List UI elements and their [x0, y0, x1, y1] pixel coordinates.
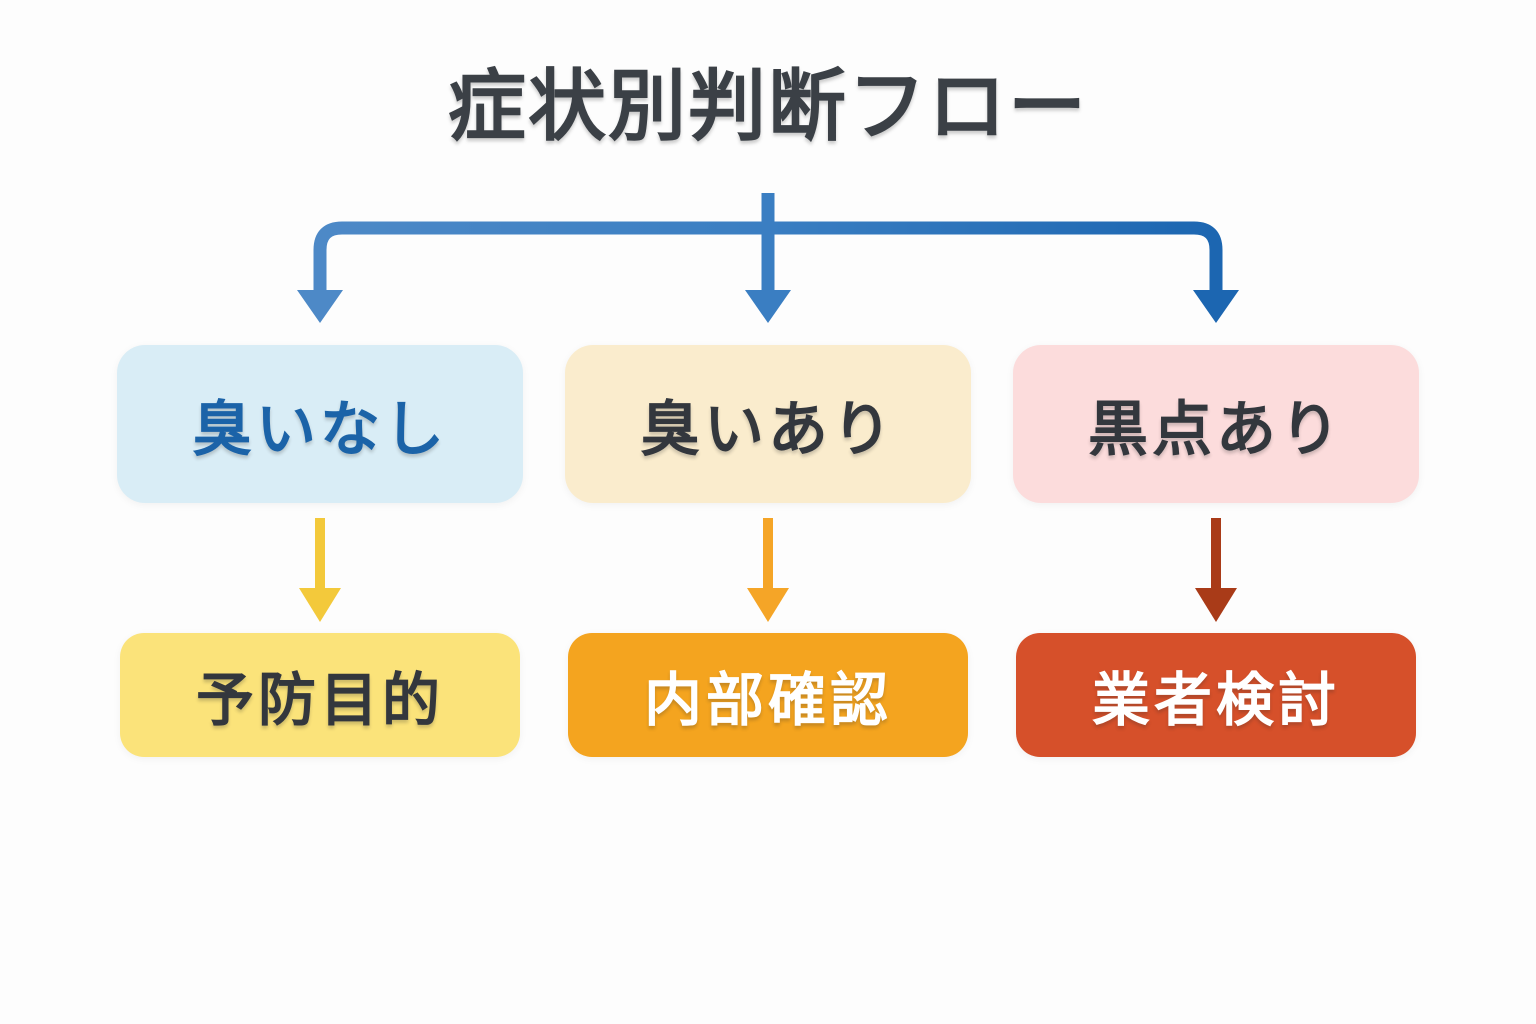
action-node-prevention: 予防目的 — [120, 633, 520, 757]
condition-node-smell-present: 臭いあり — [565, 345, 971, 503]
action-node-contractor: 業者検討 — [1016, 633, 1416, 757]
page-title: 症状別判断フロー — [447, 62, 1088, 150]
down-arrow-icon-yellow — [299, 518, 341, 622]
condition-label: 黒点あり — [1088, 395, 1344, 463]
condition-node-black-spots: 黒点あり — [1013, 345, 1419, 503]
condition-label: 臭いあり — [640, 395, 896, 463]
action-node-internal-check: 内部確認 — [568, 633, 968, 757]
action-label: 内部確認 — [643, 668, 892, 733]
condition-node-no-smell: 臭いなし — [117, 345, 523, 503]
center-arrowhead-icon — [745, 290, 791, 323]
branch-connector — [297, 193, 1239, 323]
left-arrowhead-icon — [297, 290, 343, 323]
action-label: 予防目的 — [195, 668, 444, 733]
right-arrowhead-icon — [1193, 290, 1239, 323]
down-arrow-icon-orange — [747, 518, 789, 622]
action-label: 業者検討 — [1091, 668, 1340, 733]
down-arrow-icon-red — [1195, 518, 1237, 622]
condition-label: 臭いなし — [192, 395, 448, 463]
